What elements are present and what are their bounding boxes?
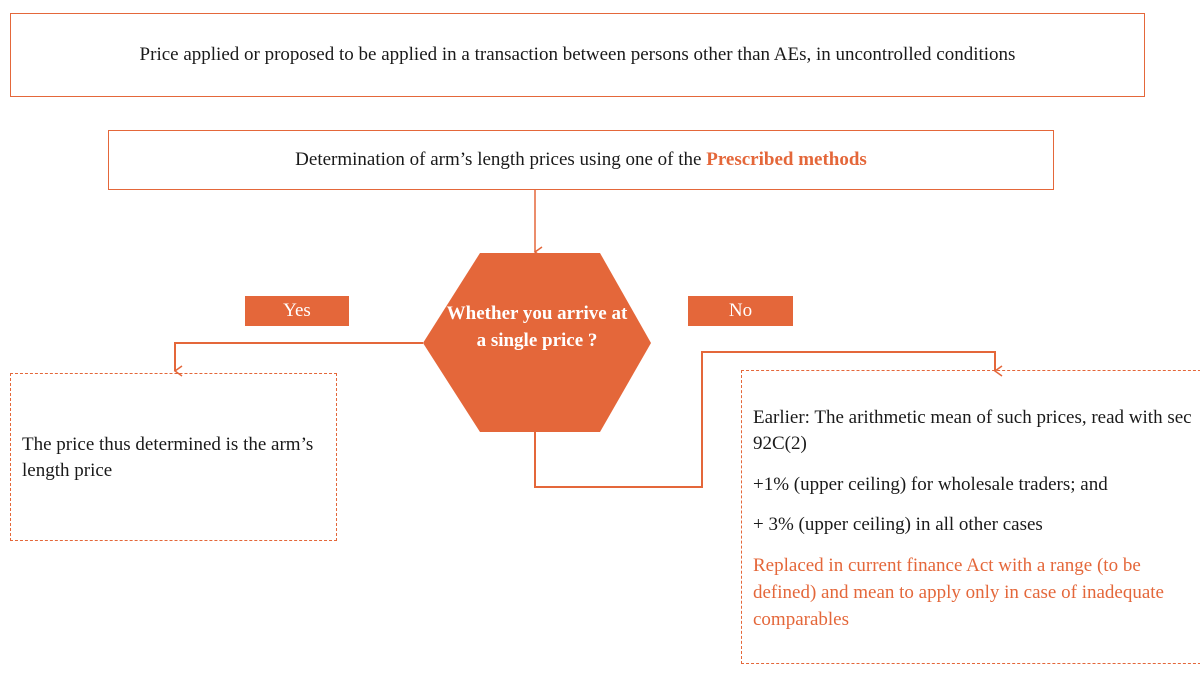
no-result-line-3: + 3% (upper ceiling) in all other cases — [753, 514, 1043, 535]
decision-text: Whether you arrive at a single price ? — [446, 303, 628, 351]
method-box: Determination of arm’s length prices usi… — [108, 130, 1054, 190]
no-result-line-1: Earlier: The arithmetic mean of such pri… — [753, 407, 1192, 454]
prescribed-methods-highlight: Prescribed methods — [706, 149, 867, 170]
no-label: No — [688, 296, 793, 326]
method-box-text: Determination of arm’s length prices usi… — [295, 149, 707, 170]
decision-hexagon — [423, 253, 651, 432]
no-arrow — [534, 351, 1003, 488]
yes-label: Yes — [245, 296, 349, 326]
no-result-highlight: Replaced in current finance Act with a r… — [753, 555, 1164, 630]
no-result-line-2: +1% (upper ceiling) for wholesale trader… — [753, 474, 1108, 495]
top-box: Price applied or proposed to be applied … — [10, 13, 1145, 97]
yes-result-text: The price thus determined is the arm’s l… — [22, 434, 314, 481]
top-box-text: Price applied or proposed to be applied … — [139, 44, 1016, 65]
no-result-box: Earlier: The arithmetic mean of such pri… — [741, 370, 1200, 664]
yes-result-box: The price thus determined is the arm’s l… — [10, 373, 337, 541]
yes-arrow — [173, 342, 423, 377]
